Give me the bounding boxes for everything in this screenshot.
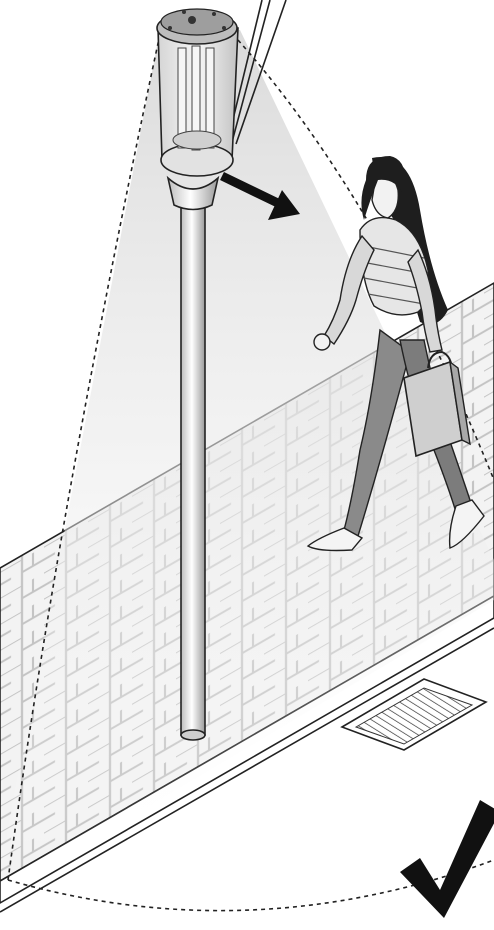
checkmark-icon bbox=[400, 800, 494, 918]
light-cone bbox=[0, 30, 494, 911]
